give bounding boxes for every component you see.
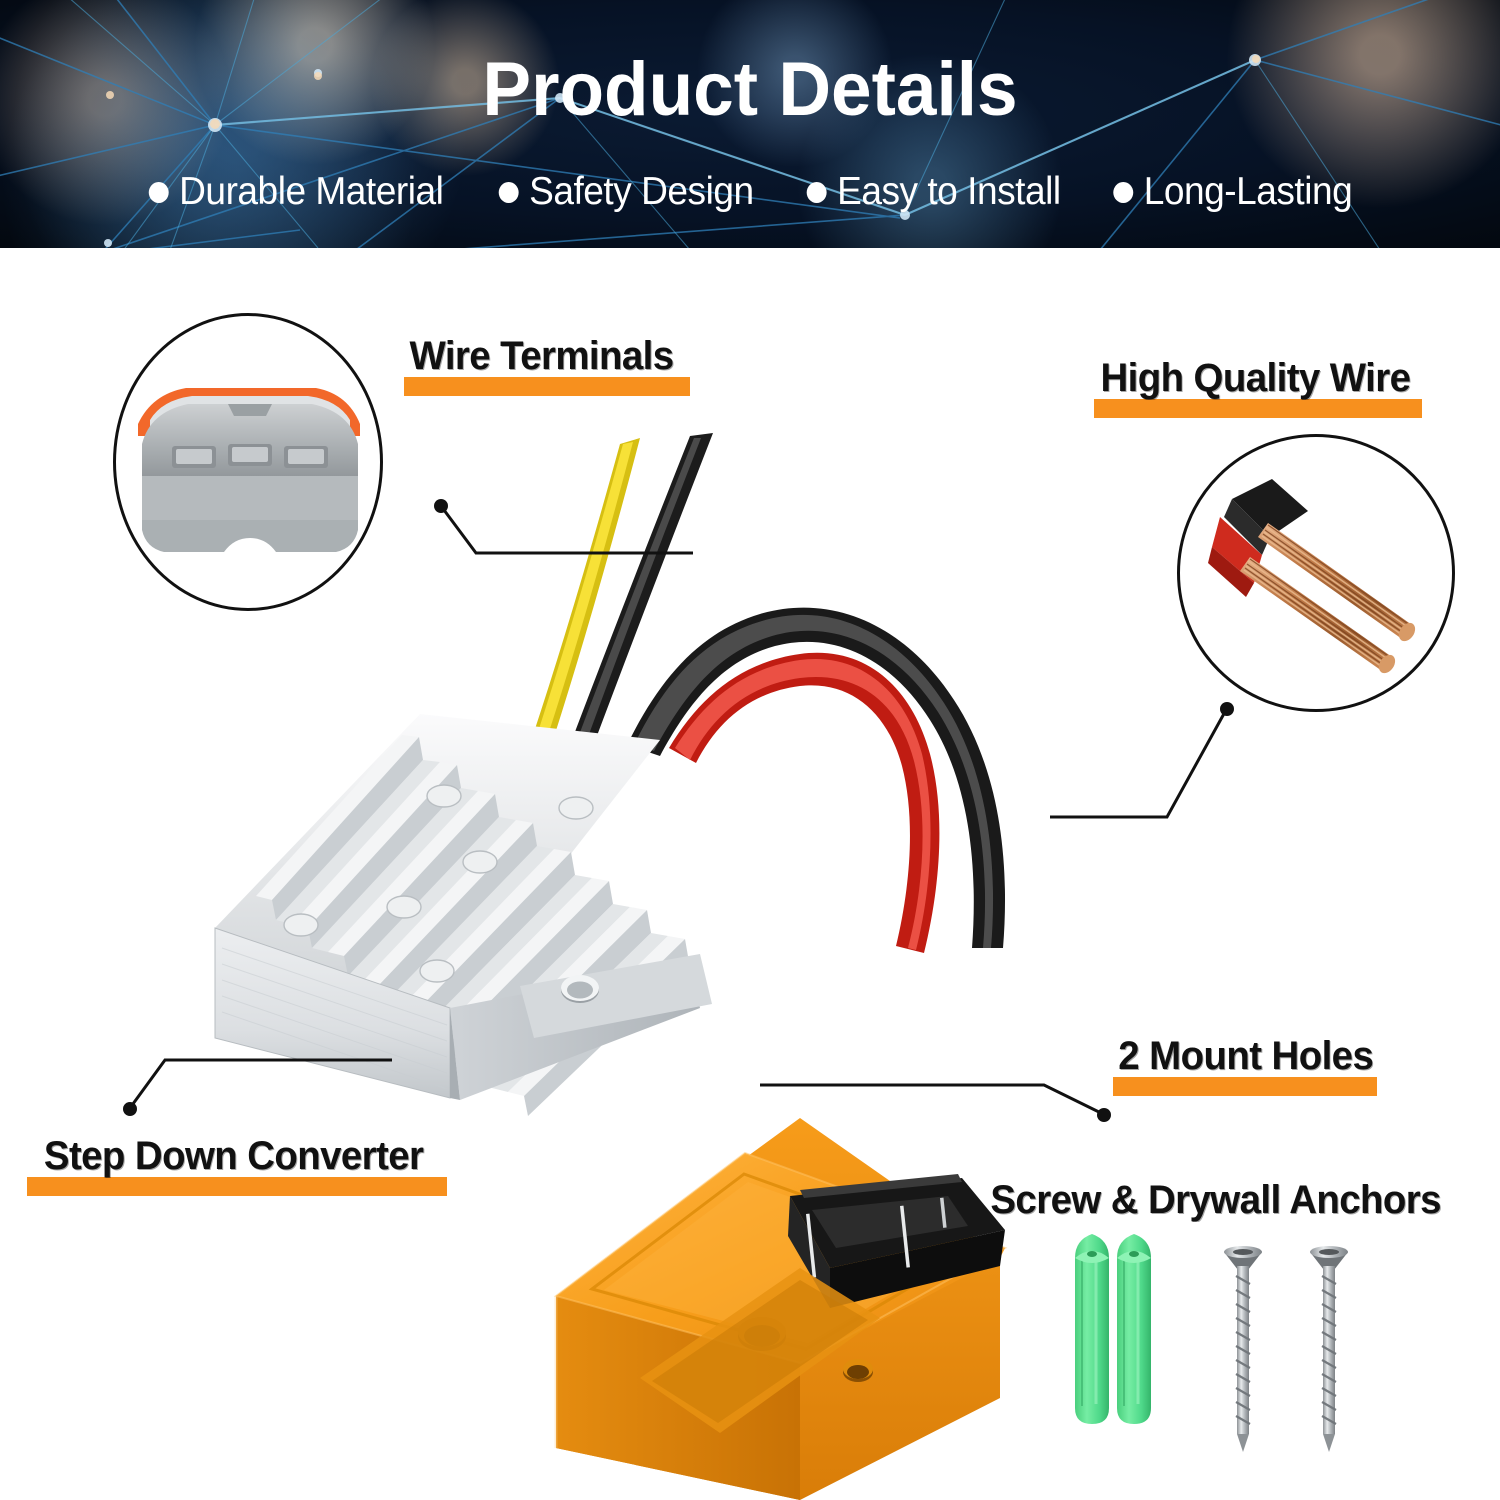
feature-item-safety-design: Safety Design (498, 170, 754, 214)
feature-label: Long-Lasting (1143, 170, 1353, 213)
battery-terminal-block (788, 1174, 1005, 1308)
bullet-dot-icon (149, 181, 170, 203)
feature-item-long-lasting: Long-Lasting (1113, 170, 1353, 214)
screw-2 (1310, 1246, 1348, 1452)
feature-list: Durable Material Safety Design Easy to I… (0, 170, 1500, 214)
step-down-converter-body (214, 714, 712, 1116)
page-title: Product Details (482, 47, 1018, 132)
heatsink-rivets (283, 784, 594, 983)
accessory-group (1075, 1234, 1348, 1452)
feature-item-easy-to-install: Easy to Install (806, 170, 1061, 214)
drywall-anchor-2 (1117, 1234, 1151, 1424)
header-banner: Product Details Durable Material Safety … (0, 0, 1500, 248)
callout-wire-terminals: Wire Terminals (404, 334, 690, 396)
input-black-wire (627, 607, 1006, 948)
callout-label: Screw & Drywall Anchors (990, 1178, 1441, 1222)
callout-label: Step Down Converter (43, 1134, 424, 1178)
network-pattern-graphic (0, 0, 1500, 248)
output-yellow-wire (533, 438, 640, 740)
callout-label: High Quality Wire (1100, 356, 1411, 400)
callout-label: Wire Terminals (409, 334, 675, 378)
product-photo (214, 433, 1348, 1500)
callout-step-down-converter: Step Down Converter (27, 1134, 447, 1196)
callout-screw-drywall-anchors: Screw & Drywall Anchors (981, 1180, 1450, 1220)
feature-label: Safety Design (528, 170, 754, 213)
feature-label: Easy to Install (836, 170, 1061, 213)
callout-underline-bar (1094, 399, 1422, 418)
callout-underline-bar (27, 1177, 447, 1196)
callout-high-quality-wire: High Quality Wire (1094, 356, 1422, 418)
input-red-wire (669, 652, 940, 953)
callout-underline-bar (404, 377, 690, 396)
drywall-anchor-1 (1075, 1234, 1109, 1424)
callout-label: 2 Mount Holes (1118, 1034, 1374, 1078)
wire-harness (533, 433, 1006, 953)
screw-1 (1224, 1246, 1262, 1452)
bullet-dot-icon (498, 181, 519, 203)
callout-mount-holes: 2 Mount Holes (1113, 1034, 1379, 1096)
high-quality-wire-inset (1177, 434, 1455, 712)
feature-item-durable-material: Durable Material (149, 170, 444, 214)
battery-adapter-body (553, 1118, 1008, 1500)
callout-underline-bar (1113, 1077, 1377, 1096)
bullet-dot-icon (806, 181, 827, 203)
wire-terminal-inset (113, 313, 383, 611)
bullet-dot-icon (1113, 181, 1134, 203)
feature-label: Durable Material (179, 170, 445, 213)
